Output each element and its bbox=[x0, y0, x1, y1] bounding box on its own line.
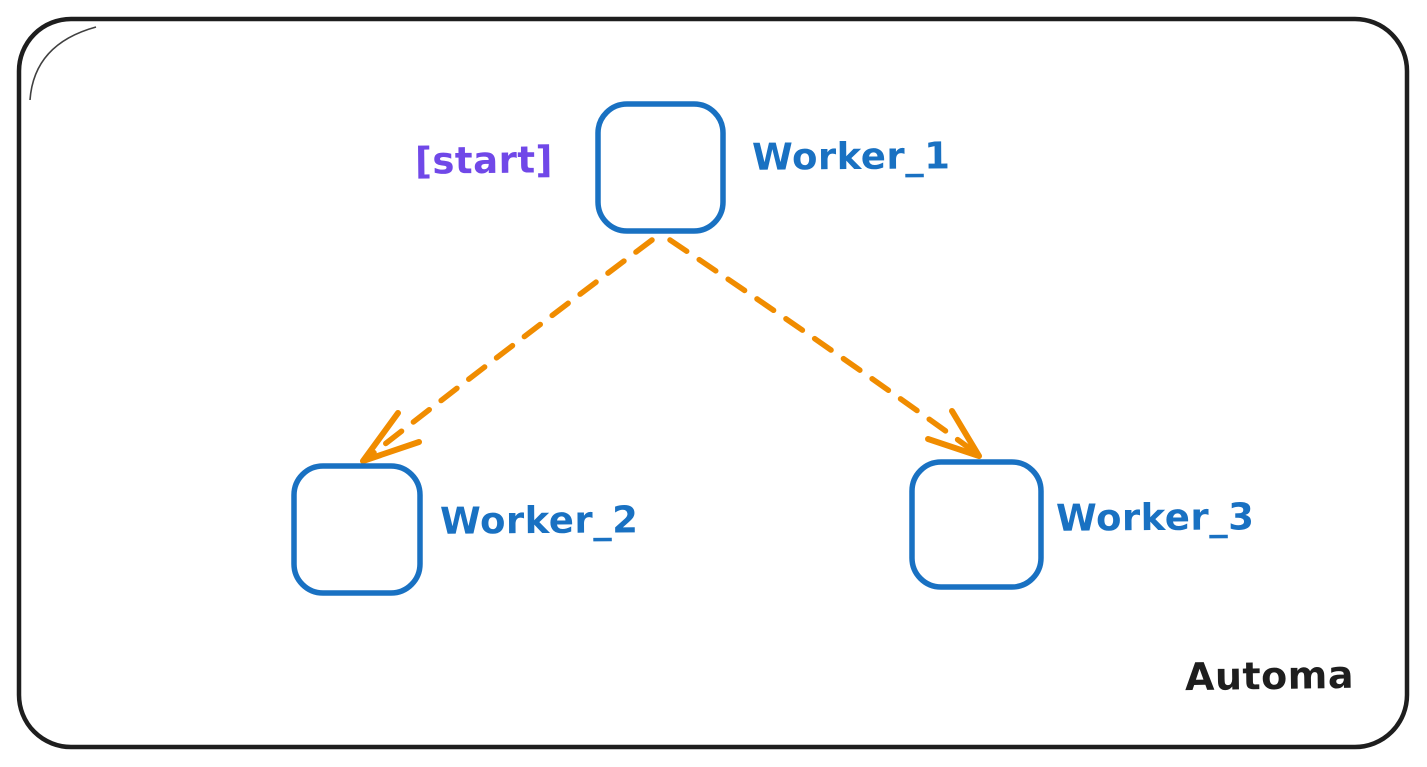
node-worker-1-shape bbox=[595, 101, 726, 234]
node-worker-3-shape bbox=[909, 459, 1044, 590]
edge-worker1-worker2 bbox=[360, 237, 655, 464]
canvas-frame-sketch-line bbox=[29, 26, 97, 101]
node-worker-2-label: Worker_2 bbox=[439, 498, 639, 543]
edge-worker1-worker3 bbox=[667, 237, 982, 459]
canvas-frame bbox=[16, 16, 1410, 750]
node-worker-1-label: Worker_1 bbox=[751, 134, 951, 179]
start-annotation: [start] bbox=[414, 138, 554, 183]
edge-worker1-worker2-line bbox=[368, 237, 655, 458]
canvas-frame-border bbox=[16, 16, 1410, 750]
edge-worker1-worker3-line bbox=[667, 237, 975, 453]
node-worker-2-shape bbox=[291, 463, 423, 596]
automa-watermark: Automa bbox=[1184, 652, 1355, 700]
edge-worker1-worker3-arrowhead-icon bbox=[925, 408, 982, 459]
node-worker-3-label: Worker_3 bbox=[1055, 495, 1255, 540]
edge-worker1-worker2-arrowhead-icon bbox=[360, 410, 422, 464]
